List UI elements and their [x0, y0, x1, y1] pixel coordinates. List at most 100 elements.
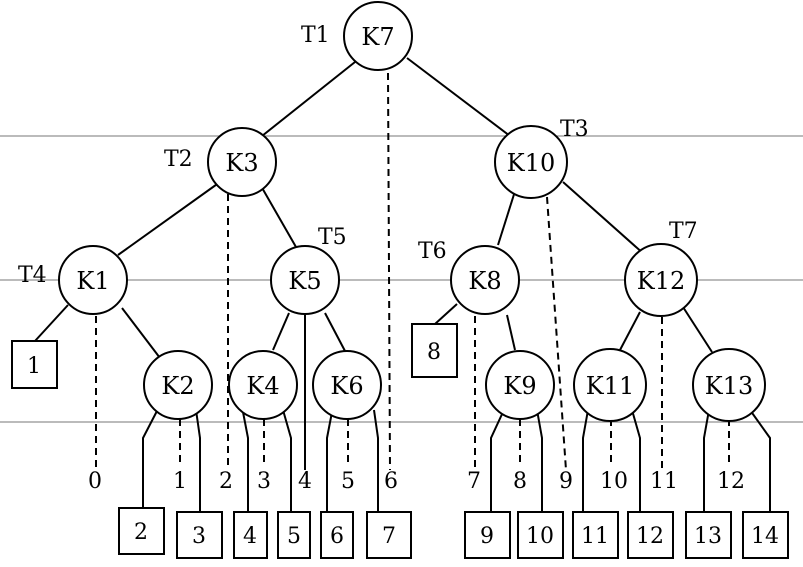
index-label: 11 [650, 469, 678, 494]
node-label: K2 [161, 372, 194, 400]
index-label: 6 [384, 469, 398, 494]
node-k3: K3 [207, 127, 277, 197]
leaf-box-2 [118, 507, 165, 555]
leaf-box-1 [11, 340, 58, 389]
leaf-label: 6 [330, 524, 344, 549]
edge-k11-leaf12 [631, 409, 641, 512]
edge-k9-leaf10 [536, 409, 543, 512]
node-k12: K12 [624, 243, 698, 317]
leaf-box-5 [277, 511, 311, 559]
index-label: 3 [257, 469, 271, 494]
node-k5: K5 [270, 245, 340, 315]
index-label: 9 [559, 469, 573, 494]
leaf-label: 9 [480, 524, 494, 549]
edge-k4-leaf5 [282, 409, 292, 512]
leaf-label: 12 [636, 524, 664, 549]
node-label: K1 [76, 267, 109, 295]
leaf-label: 14 [751, 524, 779, 549]
edge-k4-leaf4 [242, 411, 249, 512]
leaf-label: 8 [427, 340, 441, 365]
leaf-label: 2 [134, 520, 148, 545]
edge-k5-k4 [272, 312, 290, 351]
leaf-box-14 [742, 511, 789, 559]
index-label: 5 [341, 469, 355, 494]
node-k1: K1 [58, 245, 128, 315]
index-label: 1 [173, 469, 187, 494]
tag-t2: T2 [164, 147, 193, 172]
node-k10: K10 [494, 125, 568, 199]
node-k11: K11 [573, 348, 647, 422]
edge-k1-leaf1 [34, 304, 69, 342]
node-label: K12 [637, 267, 685, 295]
leaf-box-9 [464, 511, 511, 559]
edge-k13-leaf14 [749, 409, 771, 512]
tag-t7: T7 [669, 219, 698, 244]
edge-k6-leaf7 [373, 409, 379, 512]
leaf-box-13 [685, 511, 732, 559]
tag-t5: T5 [318, 225, 347, 250]
node-k6: K6 [312, 350, 382, 420]
tag-t6: T6 [418, 239, 447, 264]
edge-k8-k9 [506, 314, 516, 351]
leaf-label: 13 [694, 524, 722, 549]
node-label: K9 [503, 372, 536, 400]
edge-k2-leaf3 [195, 409, 201, 512]
index-label: 7 [467, 469, 481, 494]
leaf-label: 10 [526, 524, 554, 549]
leaf-label: 7 [382, 524, 396, 549]
leaf-box-10 [517, 511, 564, 559]
node-label: K11 [586, 372, 634, 400]
node-label: K13 [705, 372, 753, 400]
dashed-k10-index9 [546, 196, 567, 471]
node-label: K6 [330, 372, 363, 400]
edge-k2-leaf2 [142, 408, 159, 508]
node-k8: K8 [450, 245, 520, 315]
leaf-label: 1 [27, 354, 41, 379]
index-label: 0 [88, 469, 102, 494]
edge-k1-k2 [121, 307, 161, 359]
tag-t3: T3 [560, 117, 589, 142]
leaf-label: 3 [192, 524, 206, 549]
edge-k8-leaf8 [434, 303, 458, 325]
tag-t1: T1 [301, 23, 330, 48]
edge-k10-k8 [497, 187, 517, 246]
dashed-k7-index6 [387, 72, 391, 471]
edge-k11-leaf11 [582, 409, 589, 512]
edge-k5-k6 [324, 312, 346, 352]
leaf-box-3 [176, 511, 223, 559]
node-k13: K13 [692, 348, 766, 422]
leaf-box-12 [627, 511, 674, 559]
edge-k9-leaf9 [490, 411, 504, 512]
leaf-label: 4 [243, 524, 257, 549]
leaf-label: 5 [287, 524, 301, 549]
leaf-label: 11 [581, 524, 609, 549]
node-k9: K9 [485, 350, 555, 420]
edge-k7-k3 [261, 61, 356, 137]
node-label: K5 [288, 267, 321, 295]
edge-k3-k1 [117, 181, 221, 256]
node-label: K3 [225, 149, 258, 177]
edge-k7-k10 [406, 57, 511, 137]
index-label: 12 [717, 469, 745, 494]
index-label: 4 [298, 469, 312, 494]
leaf-box-6 [320, 511, 354, 559]
node-k4: K4 [228, 350, 298, 420]
edge-k12-k11 [619, 311, 641, 351]
index-label: 10 [600, 469, 628, 494]
tag-t4: T4 [18, 263, 47, 288]
edge-k12-k13 [682, 306, 713, 353]
leaf-box-4 [233, 511, 268, 559]
node-label: K10 [507, 149, 555, 177]
edge-k10-k12 [562, 181, 646, 256]
leaf-box-11 [572, 511, 619, 559]
leaf-box-8 [411, 323, 458, 378]
node-label: K7 [361, 23, 394, 51]
index-label: 8 [513, 469, 527, 494]
edge-k6-leaf6 [326, 411, 333, 512]
leaf-box-7 [366, 511, 412, 559]
edge-k13-leaf13 [703, 409, 710, 512]
node-k7: K7 [343, 1, 413, 71]
node-k2: K2 [143, 350, 213, 420]
